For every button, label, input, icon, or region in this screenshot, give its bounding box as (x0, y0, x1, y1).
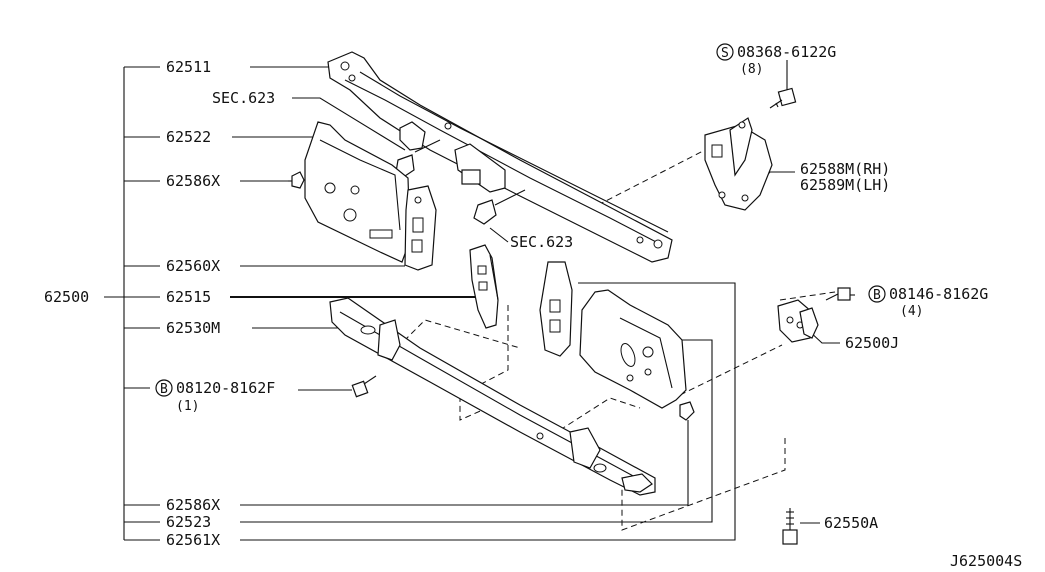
part-62515-center-stay (469, 244, 499, 329)
label-62500j: 62500J (845, 334, 899, 352)
label-08368-6122g: 08368-6122G (737, 43, 836, 61)
label-62500: 62500 (44, 288, 89, 306)
leader-lines (230, 60, 855, 541)
label-08120-8162f: 08120-8162F (176, 379, 275, 397)
b-mark-circle-right (868, 285, 886, 303)
label-62523: 62523 (166, 513, 211, 531)
label-s-qty: (8) (740, 62, 763, 77)
part-62588m-bracket (704, 117, 773, 211)
label-b2-qty: (4) (900, 304, 923, 319)
label-62588m: 62588M(RH) (800, 160, 890, 178)
label-62515: 62515 (166, 288, 211, 306)
label-sec623-mid: SEC.623 (510, 233, 573, 251)
label-08146-8162g: 08146-8162G (889, 285, 988, 303)
label-s-mark: S (721, 46, 729, 61)
diagram-code: J625004S (950, 552, 1022, 570)
part-62530m-lower-support (329, 297, 656, 496)
bolt-08368-6122g (769, 87, 797, 109)
part-62522-side-panel (304, 121, 437, 271)
dashed-guides (389, 140, 836, 531)
label-b1-mark: B (160, 382, 168, 397)
b-mark-circle-left (155, 379, 173, 397)
label-62550a: 62550A (824, 514, 878, 532)
part-62511-upper-support (327, 51, 673, 263)
label-62561x: 62561X (166, 531, 220, 549)
s-mark-circle (716, 43, 734, 61)
assembly-bracket (104, 66, 160, 541)
label-b1-qty: (1) (176, 399, 199, 414)
clip-62586x-top (288, 171, 305, 189)
bolt-62550a (782, 508, 798, 545)
label-62586x-top: 62586X (166, 172, 220, 190)
label-62586x-bottom: 62586X (166, 496, 220, 514)
label-62522: 62522 (166, 128, 211, 146)
label-62589m: 62589M(LH) (800, 176, 890, 194)
part-62523-side-panel (539, 261, 695, 421)
label-62511: 62511 (166, 58, 211, 76)
bolt-08146-8162g (825, 287, 851, 301)
bolt-08120-8162f (351, 375, 377, 398)
label-62530m: 62530M (166, 319, 220, 337)
label-b2-mark: B (873, 288, 881, 303)
label-62560x: 62560X (166, 257, 220, 275)
part-62500j-bracket (777, 299, 819, 343)
label-sec623-top: SEC.623 (212, 89, 275, 107)
sec623-clips (395, 139, 526, 225)
